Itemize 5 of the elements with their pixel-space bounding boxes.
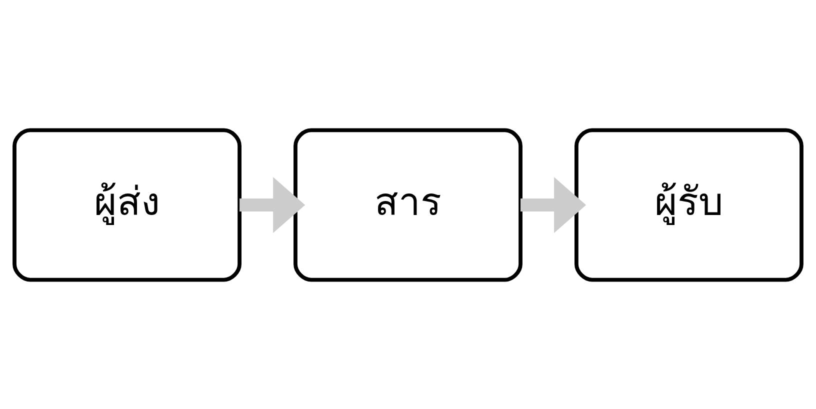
arrow xyxy=(240,176,306,232)
node-box: สาร xyxy=(294,128,522,282)
arrow xyxy=(520,176,586,232)
node-box: ผู้ส่ง xyxy=(12,128,242,282)
node-box: ผู้รับ xyxy=(574,128,804,282)
